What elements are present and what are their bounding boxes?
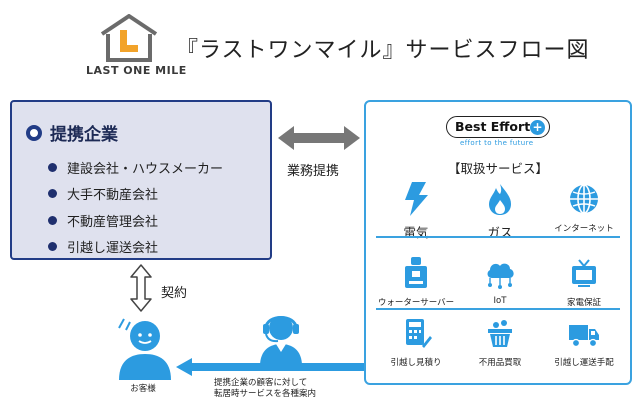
guidance-note-line2: 転居時サービスを各種案内 [214, 389, 317, 399]
list-item: 不動産管理会社 [48, 207, 223, 234]
customer-label: お客様 [130, 384, 156, 394]
partner-title: 提携企業 [50, 125, 118, 145]
tv-icon [572, 259, 596, 287]
partner-companies-box: 提携企業 建設会社・ハウスメーカー 大手不動産会社 不動産管理会社 引越し運送会… [10, 100, 272, 260]
contract-arrow [130, 264, 152, 312]
ring-bullet-icon [26, 124, 42, 141]
lightning-icon [405, 182, 428, 216]
house-logo-icon [100, 14, 158, 62]
list-item: 大手不動産会社 [48, 181, 223, 208]
best-effort-tagline: effort to the future [460, 139, 534, 147]
page-title: 『ラストワンマイル』サービスフロー図 [176, 38, 590, 63]
service-guidance-arrow [176, 358, 364, 376]
row-divider [376, 308, 620, 310]
business-partnership-label: 業務提携 [287, 164, 340, 179]
contract-label: 契約 [161, 286, 188, 301]
last-one-mile-logo: LAST ONE MILE [86, 14, 187, 80]
list-item: 建設会社・ハウスメーカー [48, 154, 223, 181]
plus-icon: + [530, 120, 545, 135]
business-partnership-arrow [278, 126, 360, 150]
bullet-icon [48, 242, 57, 252]
logo-text: LAST ONE MILE [86, 64, 187, 77]
partner-list: 建設会社・ハウスメーカー 大手不動産会社 不動産管理会社 引越し運送会社 [48, 154, 223, 260]
customer-person-icon [118, 318, 171, 380]
best-effort-pill: Best Effort + [446, 116, 550, 138]
guidance-note-line1: 提携企業の顧客に対して [214, 378, 308, 388]
bullet-icon [48, 215, 57, 225]
truck-icon [569, 325, 599, 348]
row-divider [376, 236, 620, 238]
water-server-icon [405, 257, 427, 288]
iot-cloud-icon [487, 263, 514, 289]
list-item: 引越し運送会社 [48, 234, 223, 261]
bullet-icon [48, 162, 57, 172]
bullet-icon [48, 189, 57, 199]
services-subtitle: 【取扱サービス】 [447, 161, 548, 176]
basket-icon [488, 320, 512, 347]
best-effort-logo: Best Effort + effort to the future [446, 116, 556, 150]
best-effort-box: Best Effort + effort to the future 【取扱サー… [364, 100, 632, 385]
call-operator-icon [260, 316, 302, 366]
estimate-calculator-icon [406, 319, 432, 348]
flame-icon [489, 184, 511, 215]
partner-header: 提携企業 [26, 120, 118, 145]
globe-icon [570, 184, 598, 214]
